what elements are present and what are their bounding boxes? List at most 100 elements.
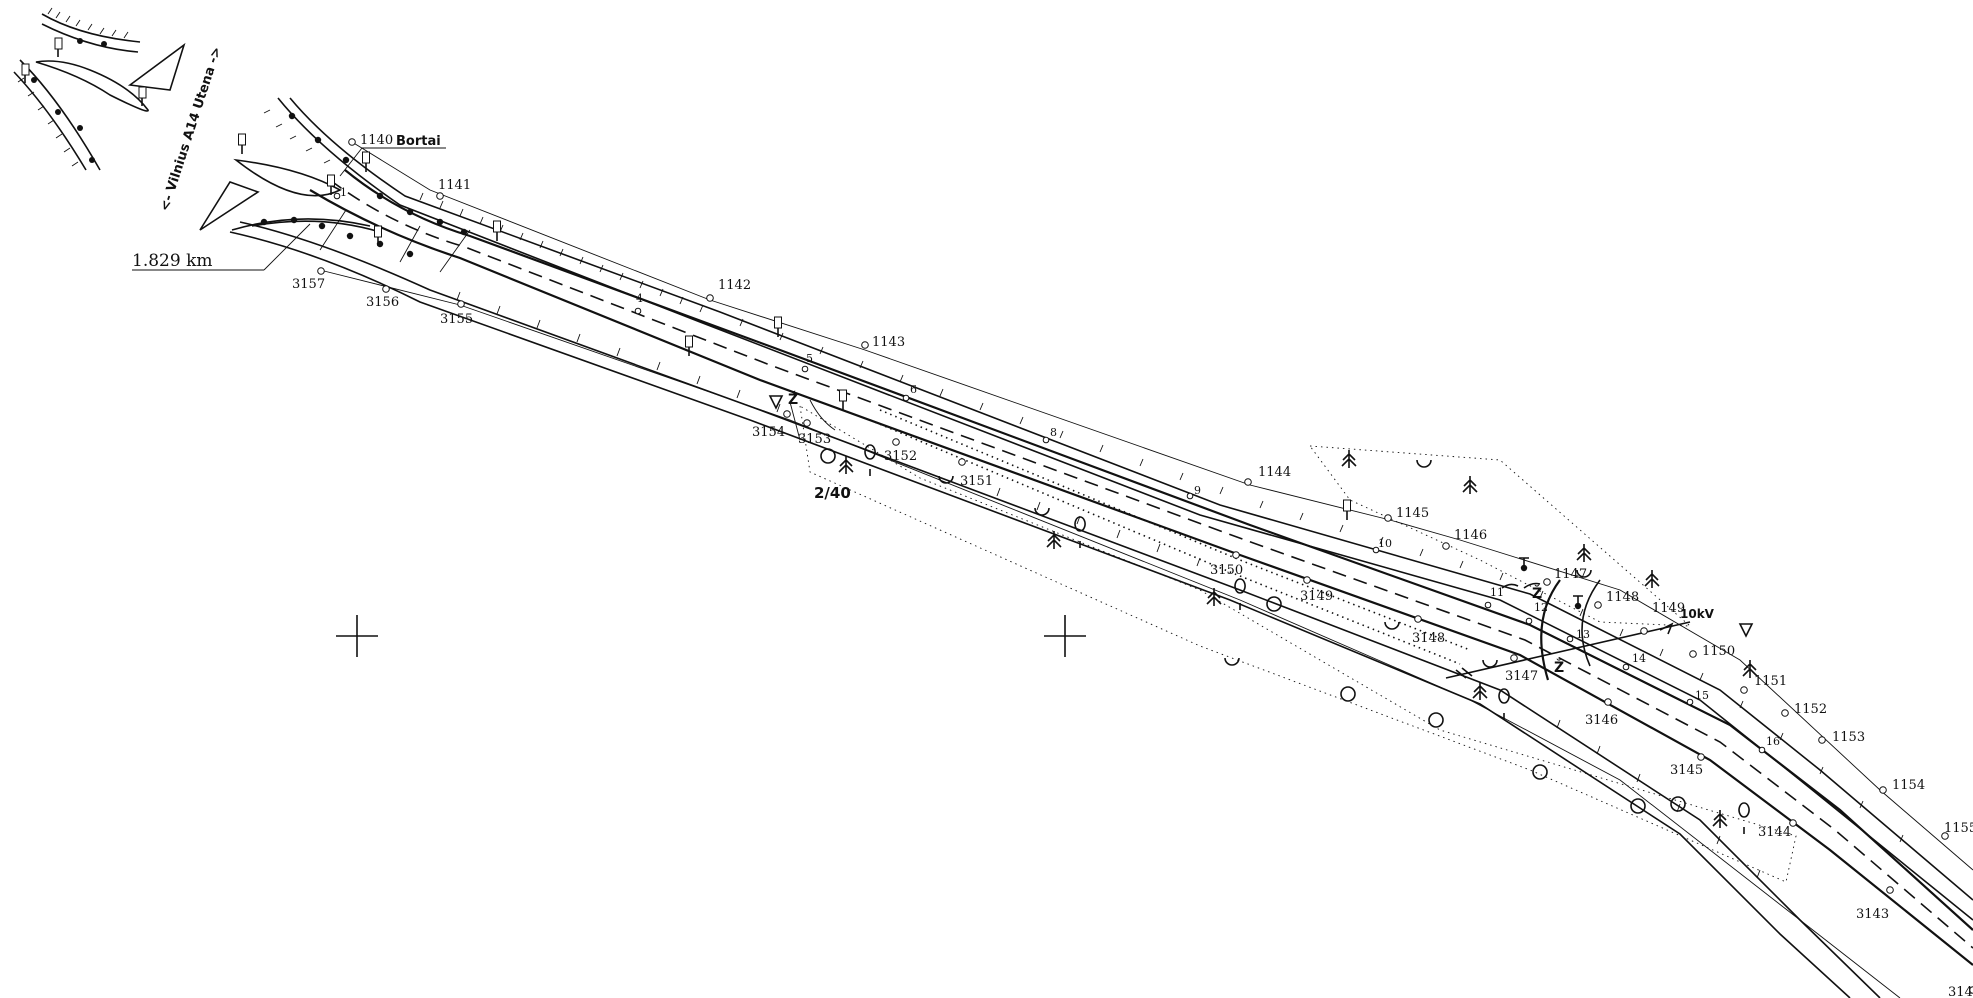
z-mark: Ž — [1532, 585, 1542, 602]
bush-icon — [1670, 796, 1686, 812]
road-sign-icon — [1343, 499, 1351, 520]
survey-point-label: 1147 — [1554, 567, 1587, 582]
survey-point — [1543, 578, 1551, 586]
road-sign-icon — [362, 151, 370, 172]
survey-point — [1484, 601, 1492, 609]
bush-icon — [1340, 686, 1356, 702]
survey-point-label: 15 — [1695, 689, 1709, 702]
survey-point-label: 9 — [1194, 484, 1201, 497]
survey-point-label: 1150 — [1702, 644, 1735, 659]
survey-point-label: 4 — [636, 292, 643, 305]
survey-point — [1622, 663, 1630, 671]
bush-icon — [1034, 507, 1050, 516]
survey-area-polygon — [799, 405, 1797, 883]
survey-point-label: 8 — [1050, 426, 1057, 439]
road-direction-label: <- Vilnius A14 Utena -> — [158, 45, 225, 213]
survey-point — [958, 458, 966, 466]
survey-point-label: 1141 — [438, 178, 471, 193]
road-sign-icon — [685, 335, 693, 356]
cross-mark-icon — [336, 615, 378, 657]
survey-point — [1781, 709, 1789, 717]
tree-icon — [1472, 682, 1488, 700]
survey-point — [1640, 627, 1648, 635]
survey-point-label: 3147 — [1505, 669, 1538, 684]
bush-icon — [820, 448, 836, 464]
tree-icon — [1712, 810, 1728, 828]
survey-point — [1758, 746, 1766, 754]
road-sign-icon — [21, 63, 30, 83]
survey-point — [1740, 686, 1748, 694]
power-label: 10kV — [1680, 607, 1715, 621]
survey-point-label: 1 — [340, 186, 347, 199]
survey-point — [892, 438, 900, 446]
bush-icon — [1630, 798, 1646, 814]
distance-label: 1.829 km — [132, 251, 213, 271]
survey-point — [801, 365, 809, 373]
deciduous-tree-icon — [1074, 516, 1086, 548]
bush-icon — [938, 475, 954, 484]
survey-point-label: 1152 — [1794, 702, 1827, 717]
survey-point-label: 13 — [1576, 628, 1590, 641]
survey-point — [1697, 753, 1705, 761]
survey-point-label: 3143 — [1856, 907, 1889, 922]
bush-icon — [1266, 596, 1282, 612]
survey-point — [1232, 551, 1240, 559]
tree-icon — [1644, 570, 1660, 588]
triangle-island-icon — [127, 42, 186, 91]
bush-icon — [1532, 764, 1548, 780]
survey-point — [1442, 542, 1450, 550]
survey-point-label: 3146 — [1585, 713, 1618, 728]
road-sign-icon — [774, 316, 782, 337]
survey-point-label: 1151 — [1754, 674, 1787, 689]
survey-point — [1879, 786, 1887, 794]
road-sign-icon — [1738, 623, 1754, 638]
road-sign-icon — [768, 395, 784, 410]
road-sign-icon — [54, 37, 63, 57]
survey-point-label: 11 — [1490, 586, 1504, 599]
survey-point — [1303, 576, 1311, 584]
cross-mark-icon — [1044, 615, 1086, 657]
power-line: 10kV — [1445, 607, 1715, 679]
bush-icon — [1384, 621, 1400, 630]
survey-point — [1789, 819, 1797, 827]
bush-icon — [1576, 569, 1592, 578]
survey-point — [1566, 635, 1574, 643]
survey-point-label: 1153 — [1832, 730, 1865, 745]
distance-callout: 1.829 km — [132, 223, 311, 271]
place-label: Bortai — [396, 134, 441, 149]
power-pole-icon — [1519, 557, 1529, 572]
survey-point — [1689, 650, 1697, 658]
survey-points: 1140114111421143114411451146114711481149… — [292, 133, 1973, 998]
road-sign-icon — [493, 220, 501, 241]
survey-point — [803, 419, 811, 427]
survey-point-label: 3151 — [960, 474, 993, 489]
survey-point — [1372, 546, 1380, 554]
survey-point-label: 6 — [910, 383, 917, 396]
survey-point — [436, 192, 444, 200]
side-road: Ž Ž Ž — [788, 391, 1601, 681]
survey-point — [1818, 736, 1826, 744]
survey-point-label: 3157 — [292, 277, 325, 292]
junction-fragment — [13, 7, 186, 171]
survey-point-label: 3145 — [1670, 763, 1703, 778]
tree-icon — [1341, 450, 1357, 468]
bush-icon — [1482, 659, 1498, 668]
tree-icon — [1046, 531, 1062, 549]
survey-point — [1384, 514, 1392, 522]
survey-point — [1686, 698, 1694, 706]
survey-point-label: 14 — [1632, 652, 1646, 665]
survey-point — [1042, 436, 1050, 444]
tree-icon — [838, 456, 854, 474]
survey-point — [634, 307, 642, 315]
road-sign-icon — [138, 86, 147, 106]
survey-point-label: 5 — [806, 352, 813, 365]
survey-point — [902, 394, 910, 402]
bush-icon — [1428, 712, 1444, 728]
lane-split-left — [199, 109, 471, 273]
survey-point — [1886, 886, 1894, 894]
survey-point-label: 1142 — [718, 278, 751, 293]
survey-point-label: 3144 — [1758, 825, 1791, 840]
survey-point-label: 1155 — [1944, 821, 1973, 836]
survey-point — [1510, 654, 1518, 662]
deciduous-tree-icon — [1498, 688, 1510, 720]
